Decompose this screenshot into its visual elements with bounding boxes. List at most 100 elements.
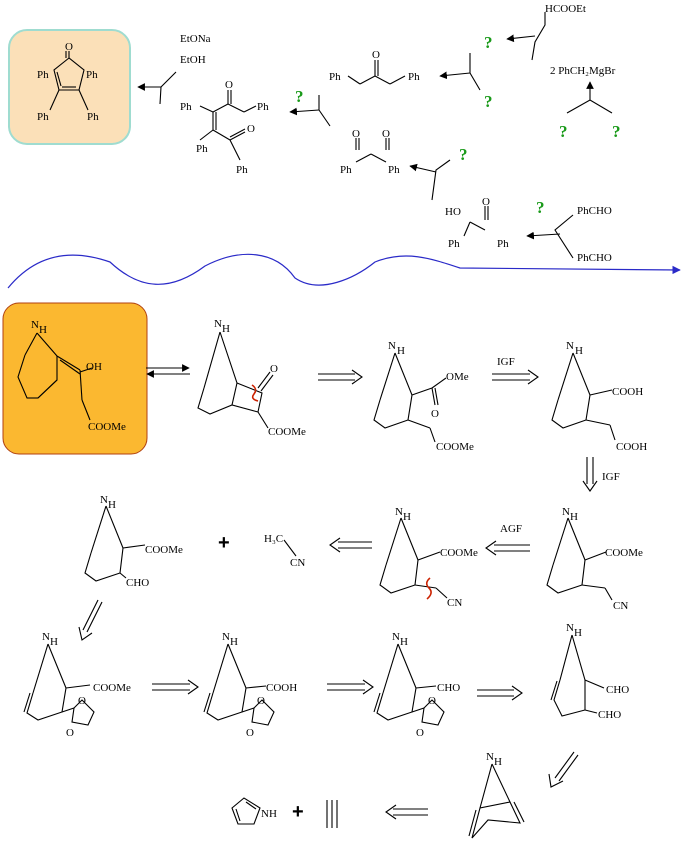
svg-text:EtONa: EtONa — [180, 33, 211, 45]
svg-text:H: H — [574, 627, 582, 639]
svg-text:COOMe: COOMe — [436, 441, 474, 453]
svg-text:Ph: Ph — [37, 111, 49, 123]
svg-text:H: H — [400, 636, 408, 648]
acetylene — [326, 800, 338, 828]
svg-text:N: N — [566, 622, 574, 634]
svg-text:IGF: IGF — [497, 356, 515, 368]
svg-text:H: H — [39, 324, 47, 336]
svg-text:O: O — [482, 196, 490, 208]
svg-text:N: N — [222, 631, 230, 643]
svg-text:CN: CN — [290, 557, 305, 569]
tropene-dialdehyde: N H CHO CHO — [550, 622, 629, 721]
svg-text:H: H — [108, 499, 116, 511]
svg-text:Ph: Ph — [236, 164, 248, 176]
svg-text:COOMe: COOMe — [93, 682, 131, 694]
svg-text:N: N — [214, 318, 222, 330]
svg-text:N: N — [566, 340, 574, 352]
benzil: Ph O O Ph — [340, 128, 400, 176]
tetraphenylcyclopentadienone: O Ph Ph Ph Ph — [37, 41, 99, 123]
tropene-acetal-ester: N H COOMe O O — [23, 631, 131, 739]
svg-text:Ph: Ph — [180, 101, 192, 113]
svg-text:H₃C: H₃C — [264, 533, 283, 545]
tropane-cyanomethyl-ester: N H COOMe CN — [379, 506, 478, 609]
tetraphenyl-diketone: Ph O Ph Ph O Ph — [180, 79, 269, 176]
svg-text:CHO: CHO — [598, 709, 621, 721]
svg-text:CN: CN — [613, 600, 628, 612]
svg-text:Ph: Ph — [37, 69, 49, 81]
svg-text:OMe: OMe — [446, 371, 469, 383]
svg-text:?: ? — [484, 33, 493, 52]
svg-text:IGF: IGF — [602, 471, 620, 483]
svg-text:Ph: Ph — [196, 143, 208, 155]
svg-text:AGF: AGF — [500, 523, 522, 535]
tropane-cyano-ester: N H COOMe CN — [546, 506, 643, 612]
svg-text:Ph: Ph — [448, 238, 460, 250]
svg-text:COOMe: COOMe — [268, 426, 306, 438]
svg-text:Ph: Ph — [340, 164, 352, 176]
svg-text:Ph: Ph — [408, 71, 420, 83]
svg-text:Ph: Ph — [257, 101, 269, 113]
svg-text:CHO: CHO — [606, 684, 629, 696]
svg-text:N: N — [395, 506, 403, 518]
svg-text:COOH: COOH — [616, 441, 647, 453]
svg-text:N: N — [42, 631, 50, 643]
svg-text:HO: HO — [445, 206, 461, 218]
svg-text:CN: CN — [447, 597, 462, 609]
svg-text:O: O — [257, 695, 265, 707]
svg-text:H: H — [397, 345, 405, 357]
plus-sign-2: + — [292, 801, 304, 823]
svg-text:N: N — [562, 506, 570, 518]
svg-text:H: H — [494, 756, 502, 768]
svg-text:O: O — [372, 49, 380, 61]
svg-text:Ph: Ph — [87, 111, 99, 123]
tropane-aldehyde-ester: N H COOMe CHO — [84, 494, 183, 589]
svg-text:N: N — [31, 319, 39, 331]
svg-text:N: N — [392, 631, 400, 643]
tropane-diester: N H OMe O COOMe — [373, 340, 474, 453]
svg-text:EtOH: EtOH — [180, 54, 206, 66]
pyrrole: NH — [231, 797, 277, 825]
svg-text:?: ? — [295, 87, 304, 106]
svg-text:?: ? — [559, 122, 568, 141]
svg-text:OH: OH — [86, 361, 102, 373]
svg-text:N: N — [100, 494, 108, 506]
svg-text:CHO: CHO — [437, 682, 460, 694]
svg-text:O: O — [416, 727, 424, 739]
svg-text:2 PhCH₂MgBr: 2 PhCH₂MgBr — [550, 65, 616, 77]
svg-text:O: O — [382, 128, 390, 140]
svg-text:?: ? — [536, 198, 545, 217]
svg-text:Ph: Ph — [388, 164, 400, 176]
svg-text:H: H — [222, 323, 230, 335]
svg-text:O: O — [270, 363, 278, 375]
svg-text:COOH: COOH — [266, 682, 297, 694]
svg-text:Ph: Ph — [329, 71, 341, 83]
svg-text:NH: NH — [261, 808, 277, 820]
svg-text:H: H — [570, 511, 578, 523]
dibenzyl-ketone: Ph O Ph — [329, 49, 420, 85]
plus-sign: + — [218, 532, 230, 554]
svg-text:?: ? — [459, 145, 468, 164]
svg-text:PhCHO: PhCHO — [577, 205, 612, 217]
benzoin: HO O Ph Ph — [445, 196, 509, 250]
svg-text:?: ? — [612, 122, 621, 141]
svg-text:COOMe: COOMe — [605, 547, 643, 559]
svg-text:O: O — [66, 727, 74, 739]
svg-text:COOH: COOH — [612, 386, 643, 398]
svg-text:O: O — [247, 123, 255, 135]
svg-text:O: O — [225, 79, 233, 91]
svg-text:N: N — [388, 340, 396, 352]
svg-text:HCOOEt: HCOOEt — [545, 3, 586, 15]
svg-text:COOMe: COOMe — [440, 547, 478, 559]
tropinone-ester: N H O COOMe — [197, 318, 306, 438]
svg-text:H: H — [403, 511, 411, 523]
target-enol-tropane: N H OH COOMe — [17, 319, 126, 433]
svg-text:Ph: Ph — [497, 238, 509, 250]
target-box-tropinone-ester — [2, 302, 148, 455]
svg-text:O: O — [428, 695, 436, 707]
azanorbornadiene: N H — [468, 751, 525, 839]
tropene-acetal-acid: N H COOH O O — [203, 631, 297, 739]
tropene-acetal-aldehyde: N H CHO O O — [373, 631, 460, 739]
svg-text:COOMe: COOMe — [145, 544, 183, 556]
svg-text:H: H — [230, 636, 238, 648]
wave-divider — [7, 253, 681, 289]
